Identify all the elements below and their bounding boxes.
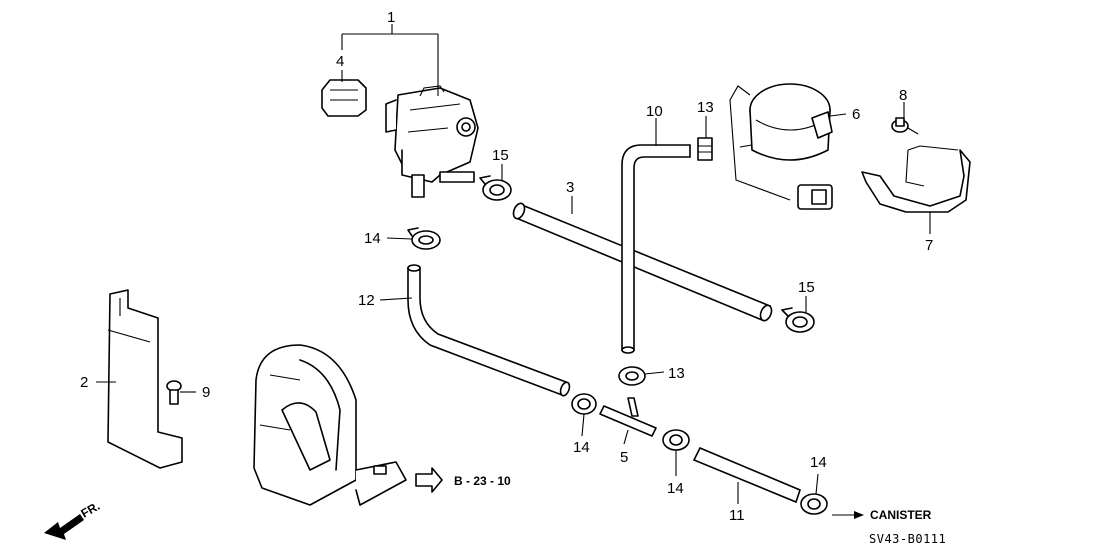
hose-clamp-part-13-upper	[697, 137, 713, 161]
hose-part-11	[692, 446, 801, 504]
callout-14-upper: 14	[364, 230, 381, 247]
bracket-part-2	[107, 289, 183, 469]
engine-mount-assembly	[253, 344, 407, 506]
callout-13-upper: 13	[697, 99, 714, 116]
callout-7: 7	[925, 237, 933, 254]
hose-clamp-part-13-lower	[618, 366, 646, 386]
hose-part-10	[621, 144, 691, 354]
callout-9: 9	[202, 384, 210, 401]
callout-13-lower: 13	[668, 365, 685, 382]
reference-arrow	[415, 467, 443, 493]
hose-clamp-part-15-lower	[781, 307, 815, 333]
solenoid-valve-part-1	[385, 85, 479, 198]
callout-15-upper: 15	[492, 147, 509, 164]
callout-12: 12	[358, 292, 375, 309]
canister-arrow	[832, 511, 864, 519]
callout-15-lower: 15	[798, 279, 815, 296]
leader-lines	[96, 24, 931, 504]
t-joint-part-5	[599, 397, 657, 437]
callout-5: 5	[620, 449, 628, 466]
hose-clamp-part-14-lower-right	[800, 493, 828, 515]
callout-2: 2	[80, 374, 88, 391]
canister-label: CANISTER	[870, 508, 932, 522]
rubber-mount-part-4	[321, 79, 367, 117]
callout-14-middle: 14	[573, 439, 590, 456]
bolt-part-8	[891, 117, 919, 135]
callout-4: 4	[336, 53, 344, 70]
front-direction-arrow	[44, 514, 84, 540]
callout-6: 6	[852, 106, 860, 123]
hose-clamp-part-14-upper	[407, 227, 441, 250]
hose-clamp-part-14-lower-left	[662, 429, 690, 451]
hose-clamp-part-14-middle	[571, 393, 597, 415]
callout-8: 8	[899, 87, 907, 104]
callout-3: 3	[566, 179, 574, 196]
hose-clamp-part-15-upper	[479, 175, 512, 201]
hose-part-3	[512, 202, 773, 322]
figure-code: SV43-B0111	[869, 532, 946, 546]
hose-part-12	[407, 264, 571, 397]
callout-14-lower-right: 14	[810, 454, 827, 471]
callout-14-lower-left: 14	[667, 480, 684, 497]
bracket-part-7	[861, 145, 971, 213]
bolt-part-9	[166, 380, 182, 405]
callout-11: 11	[729, 507, 745, 524]
callout-1: 1	[387, 9, 395, 26]
reference-label: B - 23 - 10	[454, 474, 511, 488]
purge-valve-part-6	[729, 83, 833, 210]
callout-10: 10	[646, 103, 663, 120]
